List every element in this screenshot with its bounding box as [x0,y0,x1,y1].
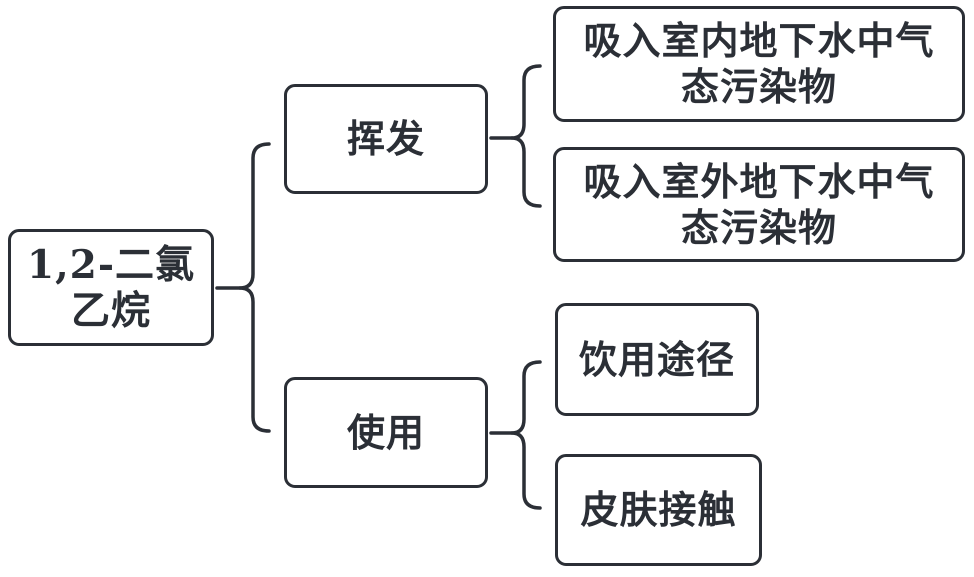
node-drinking-route-label: 饮用途径 [578,336,735,382]
node-skin-contact-label: 皮肤接触 [580,487,737,532]
node-outdoor-inhalation-label-line2: 态污染物 [680,204,837,250]
node-volatilization-label: 挥发 [346,116,425,161]
node-volatilization: 挥发 [284,84,488,194]
volatilization-brace [489,64,542,208]
node-use: 使用 [284,377,488,488]
use-brace-curve [510,360,542,510]
node-use-label: 使用 [346,409,425,455]
root-brace-curve [238,142,271,433]
node-drinking-route: 饮用途径 [555,303,759,416]
root-brace [215,142,271,433]
use-brace [489,360,542,510]
node-indoor-inhalation-label-line2: 态污染物 [680,64,837,109]
node-outdoor-inhalation-label-line1: 吸入室外地下水中气 [583,158,935,204]
node-outdoor-inhalation: 吸入室外地下水中气 态污染物 [553,147,965,262]
node-skin-contact: 皮肤接触 [555,454,762,566]
node-root-label-line2: 乙烷 [70,287,151,334]
node-indoor-inhalation-label-line1: 吸入室内地下水中气 [583,18,935,63]
volatilization-brace-curve [510,64,542,208]
node-root-label-line1: 1,2-二氯 [26,241,196,288]
node-indoor-inhalation: 吸入室内地下水中气 态污染物 [553,6,965,122]
node-root-chemical: 1,2-二氯 乙烷 [8,229,214,346]
